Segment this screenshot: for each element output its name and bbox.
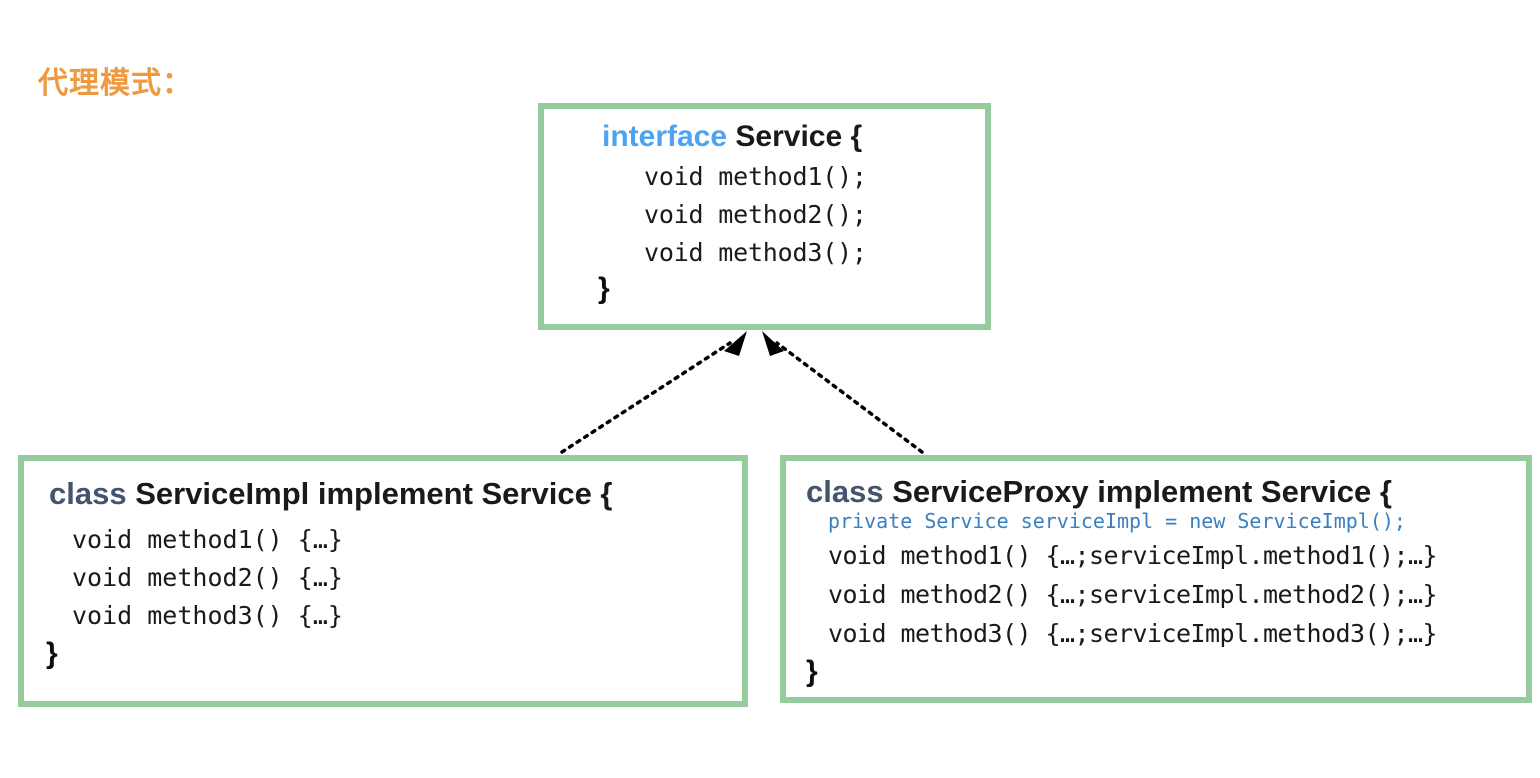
serviceimpl-method-line: void method2() {…}: [72, 563, 343, 592]
keyword-interface: interface: [602, 120, 728, 153]
serviceimpl-header: class ServiceImpl implement Service {: [49, 476, 613, 512]
interface-method-line: void method1();: [644, 162, 867, 191]
interface-method-line: void method2();: [644, 200, 867, 229]
serviceproxy-field-line: private Service serviceImpl = new Servic…: [828, 509, 1406, 533]
interface-service-box[interactable]: interface Service { void method1(); void…: [538, 103, 991, 330]
serviceproxy-method-line: void method2() {…;serviceImpl.method2();…: [828, 580, 1438, 609]
serviceproxy-name: ServiceProxy implement Service {: [892, 474, 1392, 509]
interface-name: Service {: [735, 120, 863, 153]
serviceproxy-header: class ServiceProxy implement Service {: [806, 474, 1392, 510]
keyword-class: class: [49, 476, 127, 511]
serviceproxy-method-line: void method1() {…;serviceImpl.method1();…: [828, 541, 1438, 570]
page-title: 代理模式：: [38, 67, 193, 100]
class-serviceimpl-box[interactable]: class ServiceImpl implement Service { vo…: [18, 455, 748, 707]
class-serviceproxy-box[interactable]: class ServiceProxy implement Service { p…: [780, 455, 1532, 703]
serviceimpl-closing-brace: }: [46, 637, 58, 670]
serviceimpl-method-line: void method1() {…}: [72, 525, 343, 554]
serviceproxy-closing-brace: }: [806, 655, 818, 688]
serviceimpl-method-line: void method3() {…}: [72, 601, 343, 630]
interface-method-line: void method3();: [644, 238, 867, 267]
realization-arrow-serviceproxy: [762, 331, 924, 454]
serviceimpl-name: ServiceImpl implement Service {: [135, 476, 613, 511]
interface-closing-brace: }: [598, 272, 610, 305]
keyword-class: class: [806, 474, 884, 509]
serviceproxy-method-line: void method3() {…;serviceImpl.method3();…: [828, 619, 1438, 648]
interface-header: interface Service {: [602, 120, 862, 154]
realization-arrow-serviceimpl: [560, 331, 747, 454]
